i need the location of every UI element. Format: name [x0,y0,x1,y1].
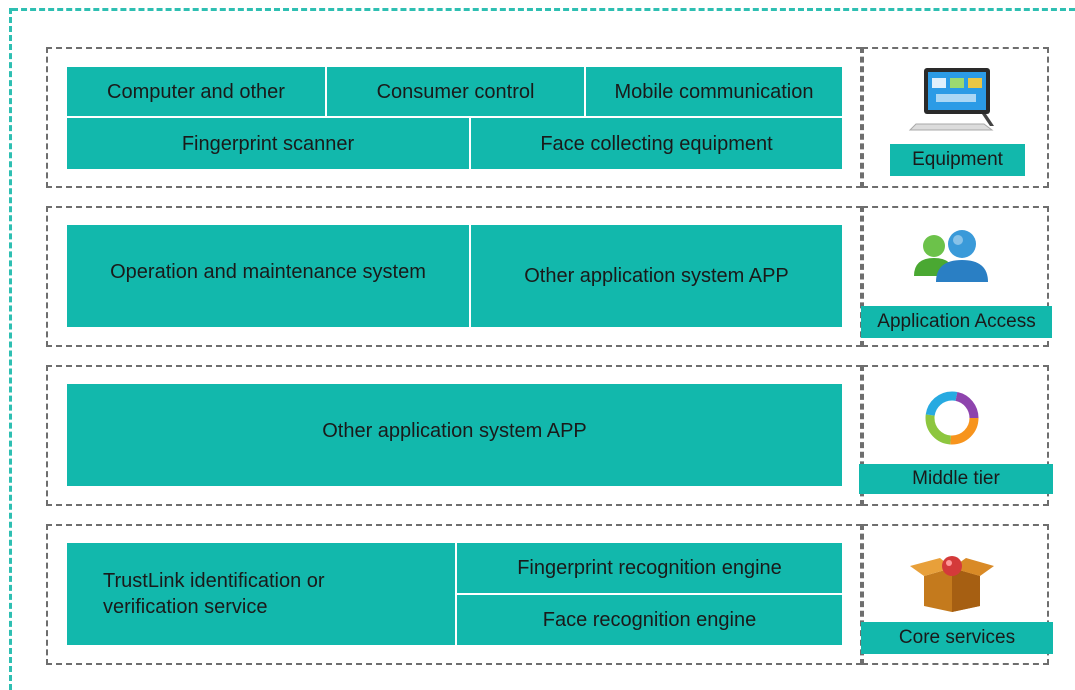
face-engine-block-text: Face recognition engine [542,609,757,631]
application-access-label-frame [862,206,1049,347]
equipment-tier-frame [46,47,862,188]
fingerprint-scanner-block: Fingerprint scanner [67,118,469,169]
consumer-control-block-text: Consumer control [376,80,535,103]
colorful-ring-icon [914,388,990,453]
operation-maintenance-block: Operation and maintenance system [67,225,469,327]
outer-border-top [12,8,1075,11]
monitor-icon [906,62,1002,139]
equipment-label-frame [862,47,1049,188]
application-access-tier-frame [46,206,862,347]
core-services-label-text: Core services [898,627,1016,648]
application-access-band [67,225,842,327]
computer-block-text: Computer and other [107,80,285,103]
consumer-control-block: Consumer control [327,67,584,116]
core-services-tier-frame [46,524,862,665]
other-application-block-text: Other application system APP [524,265,789,287]
middle-tier-label: Middle tier [859,464,1053,494]
users-icon [908,226,996,291]
outer-border-left [9,8,12,690]
equipment-label: Equipment [890,144,1025,176]
application-access-label: Application Access [861,306,1052,338]
computer-block: Computer and other [67,67,325,116]
middle-tier-frame [46,365,862,506]
trustlink-service-block-text: TrustLink identification or verification… [103,570,325,618]
core-services-label-frame [862,524,1049,665]
application-access-label-text: Application Access [877,311,1036,332]
middle-tier-label-text: Middle tier [912,468,1000,489]
fingerprint-scanner-block-text: Fingerprint scanner [181,132,355,155]
open-box-icon [906,548,998,619]
mobile-communication-block: Mobile communication [586,67,842,116]
other-application-block: Other application system APP [471,225,842,327]
face-engine-block: Face recognition engine [457,595,842,645]
equipment-label-text: Equipment [912,149,1003,170]
face-collecting-block: Face collecting equipment [471,118,842,169]
mobile-communication-block-text: Mobile communication [614,80,814,103]
fingerprint-engine-block: Fingerprint recognition engine [457,543,842,593]
trustlink-service-block: TrustLink identification or verification… [67,543,455,645]
middle-tier-block-text: Other application system APP [322,420,587,442]
fingerprint-engine-block-text: Fingerprint recognition engine [517,557,782,579]
operation-maintenance-block-text: Operation and maintenance system [110,261,426,283]
face-collecting-block-text: Face collecting equipment [540,132,773,155]
application-access-divider [469,225,471,327]
core-services-label: Core services [861,622,1053,654]
middle-tier-block: Other application system APP [67,384,842,486]
middle-tier-label-frame [862,365,1049,506]
